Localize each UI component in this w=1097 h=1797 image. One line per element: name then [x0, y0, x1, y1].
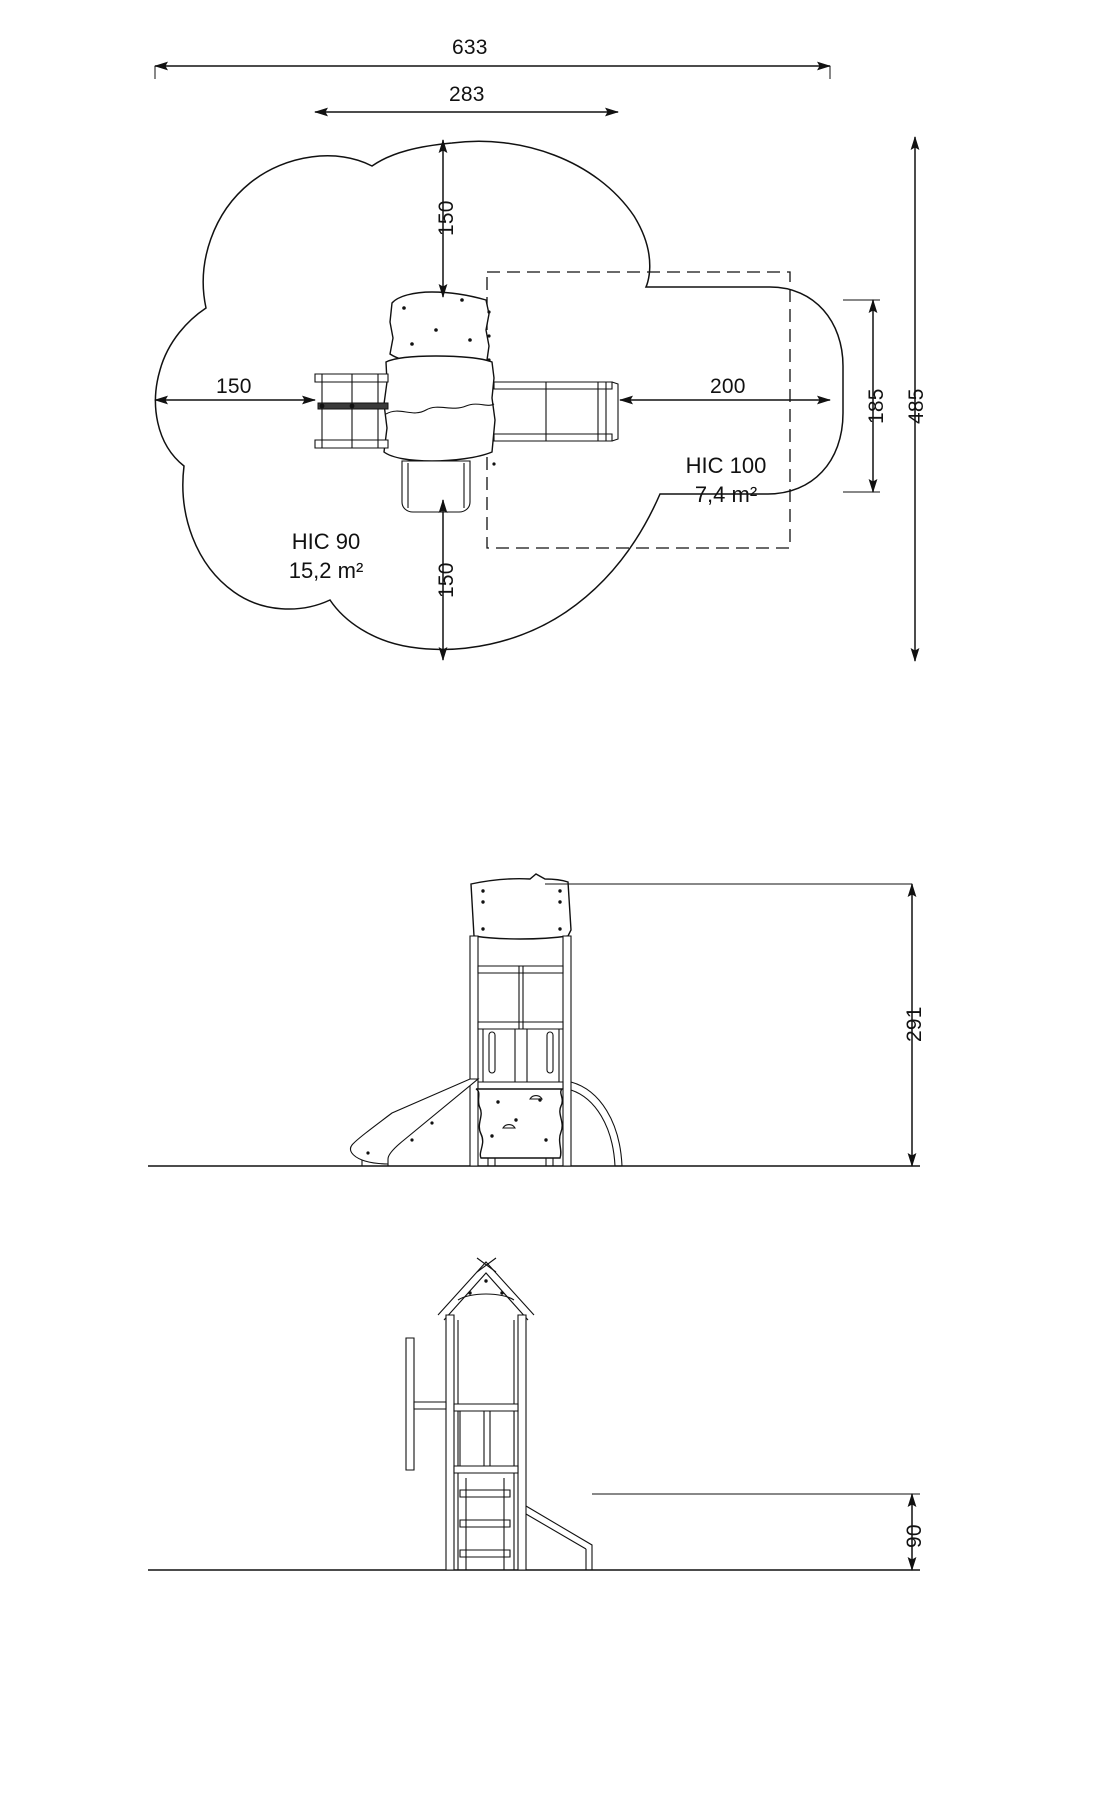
dimension-safety-zone-top: 150	[435, 200, 458, 236]
dimension-total-height: 291	[903, 1006, 926, 1042]
dimension-equipment-width: 283	[449, 83, 485, 106]
plan-equipment	[314, 291, 619, 513]
plan-dimension-lines	[154, 61, 920, 662]
hic-zone-90-label: HIC 90 15,2 m²	[248, 527, 404, 585]
side-elevation-geometry	[148, 1257, 920, 1571]
front-elevation-geometry	[148, 873, 920, 1167]
hic-90-area: 15,2 m²	[288, 558, 364, 584]
dimension-overall-depth: 485	[905, 388, 928, 424]
plan-left-ladder	[314, 373, 389, 449]
plan-right-slide	[493, 381, 619, 442]
dimension-safety-zone-right: 200	[710, 375, 746, 398]
dimension-overall-width: 633	[452, 36, 488, 59]
dimension-inner-depth: 185	[865, 388, 888, 424]
hic-zone-100-label: HIC 100 7,4 m²	[646, 451, 806, 509]
plan-safety-zone-outline	[154, 140, 844, 651]
dimension-safety-zone-left: 150	[216, 375, 252, 398]
dimension-platform-height: 90	[903, 1524, 926, 1548]
hic-100-area: 7,4 m²	[694, 482, 758, 508]
hic-90-title: HIC 90	[291, 529, 361, 554]
front-elevation-dimension-291	[900, 883, 920, 1167]
plan-hic100-dashed-zone	[486, 271, 791, 549]
dimension-safety-zone-bottom: 150	[435, 562, 458, 598]
side-elevation-dimension-90	[592, 1493, 920, 1571]
hic-100-title: HIC 100	[685, 453, 767, 478]
